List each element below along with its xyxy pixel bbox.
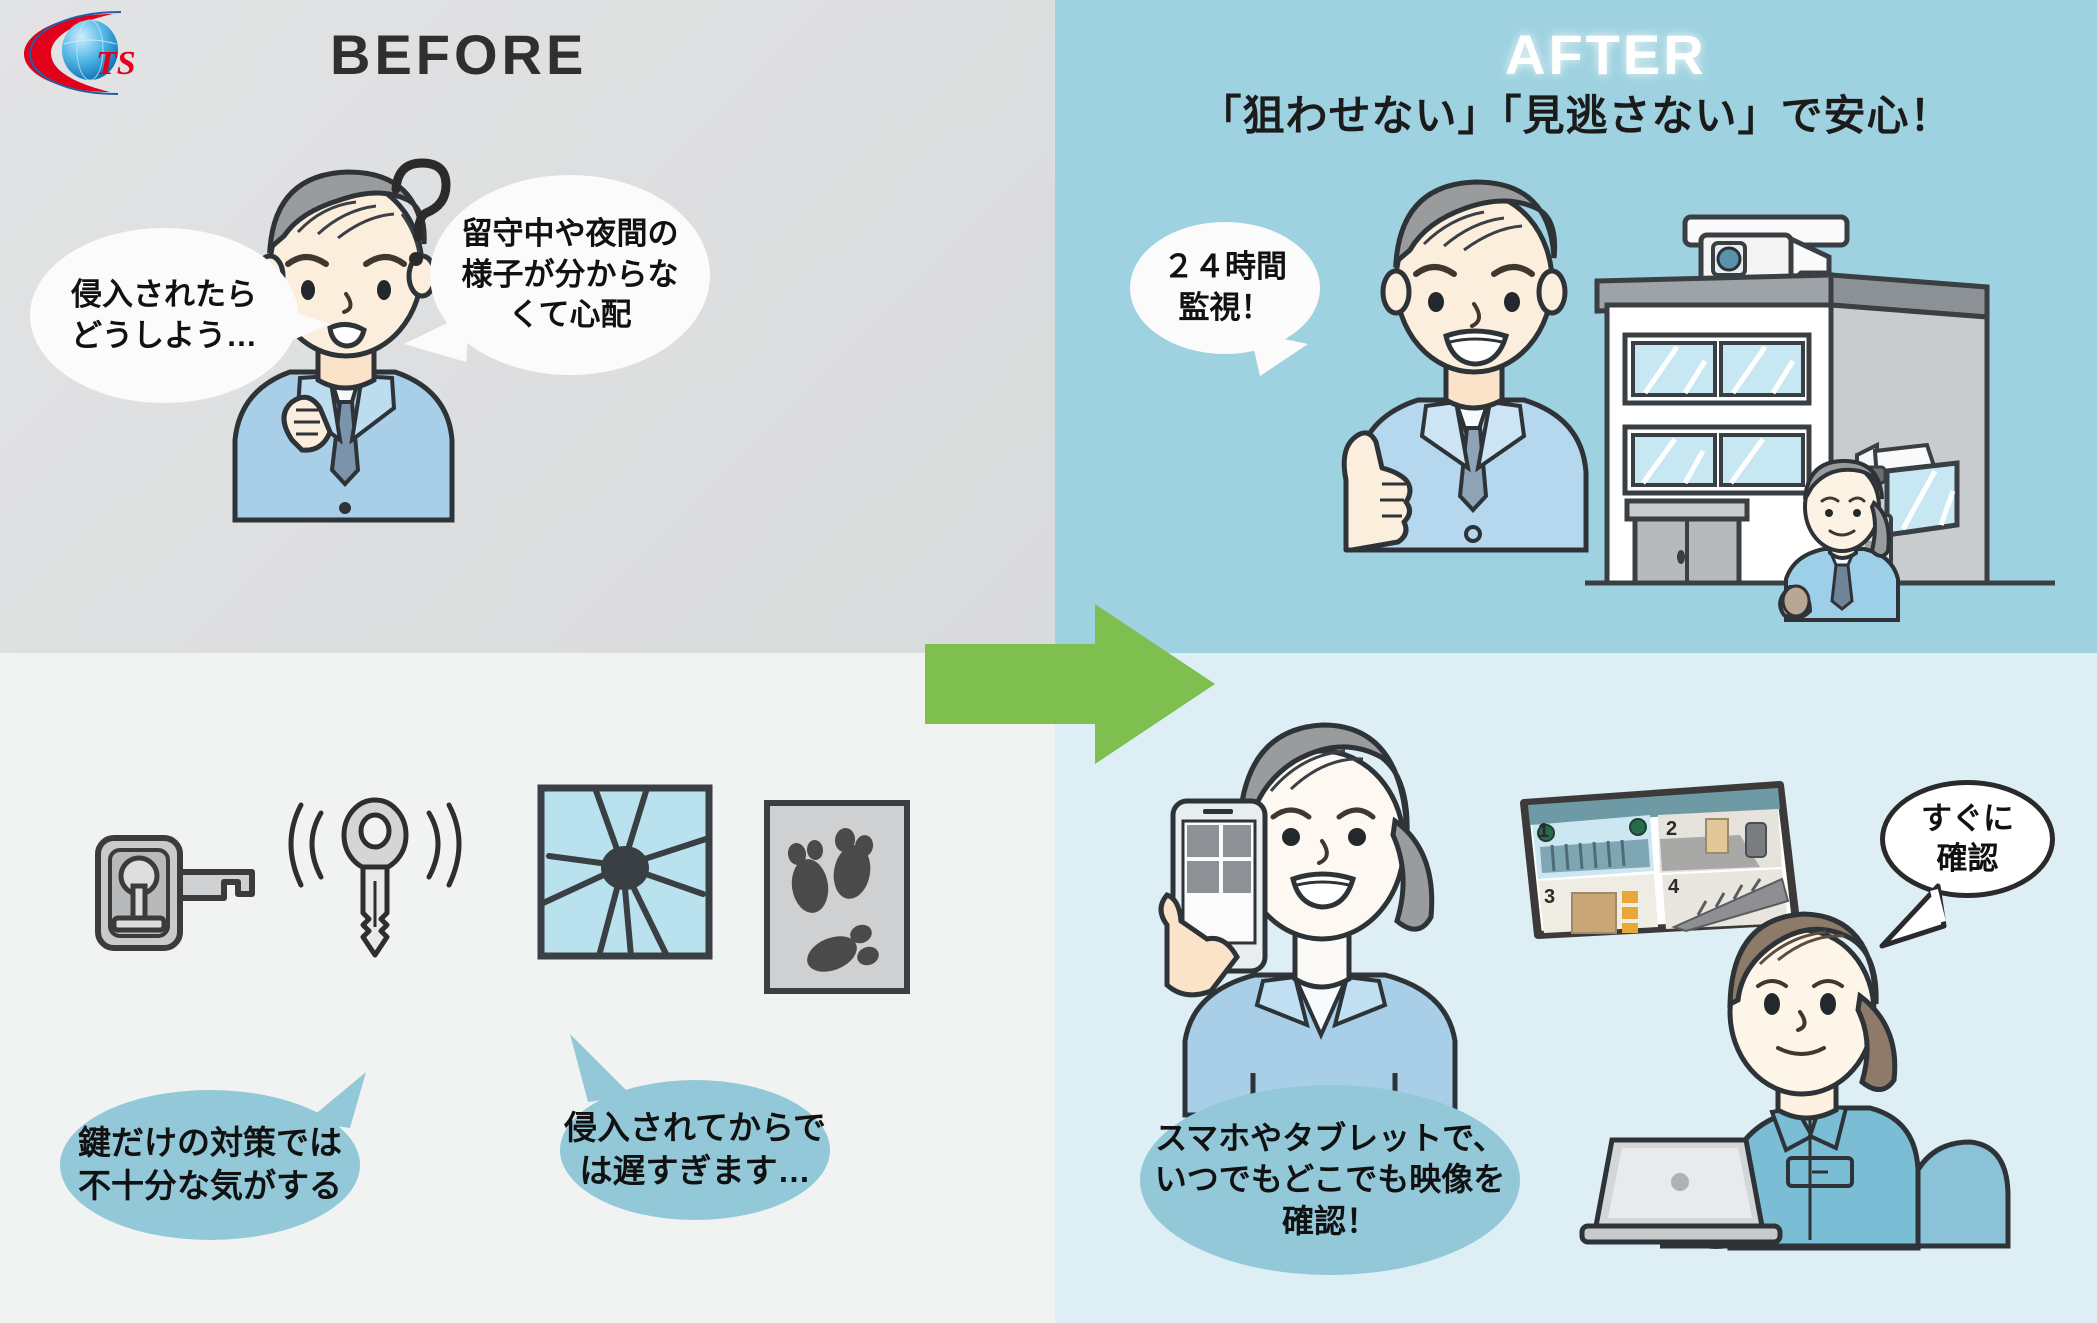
broken-window-icon — [537, 784, 713, 960]
bubble-text: 留守中や夜間の 様子が分からな くて心配 — [461, 215, 679, 333]
bubble-text: スマホやタブレットで、 いつでもどこでも映像を 確認！ — [1154, 1119, 1506, 1239]
monitor-channel-label: 4 — [1668, 876, 1680, 898]
after-title: AFTER — [1505, 23, 1707, 86]
bubble-text: 鍵だけの対策では 不十分な気がする — [78, 1124, 342, 1204]
thumbs-up-businessman-illustration — [1341, 179, 1589, 553]
bubble-text: 侵入されたら どうしよう… — [71, 276, 257, 353]
bubble-tail-1 — [268, 304, 330, 348]
monitor-channel-label: 3 — [1544, 886, 1555, 908]
logo-text: TS — [96, 45, 136, 82]
lock-key-icon — [95, 835, 255, 951]
bubble-tail-3 — [306, 1072, 366, 1128]
four-channel-monitor: 1 2 3 4 — [1520, 781, 1800, 939]
key-alarm-icon — [288, 797, 462, 958]
company-logo: TS — [24, 11, 136, 95]
speech-bubble-24h-monitoring: ２４時間 監視！ — [1130, 222, 1320, 354]
question-mark-icon — [391, 158, 451, 266]
office-building-illustration — [1585, 214, 2055, 586]
laptop-computer — [1579, 1137, 1783, 1245]
before-title: BEFORE — [330, 23, 588, 86]
footprints-icon — [764, 800, 910, 994]
bubble-text: 侵入されてからで は遅すぎます… — [563, 1109, 827, 1189]
bubble-tail-5 — [1250, 332, 1308, 376]
speech-bubble-intrusion-worry: 侵入されたら どうしよう… — [30, 228, 298, 403]
bubble-tail-6 — [1879, 883, 1947, 949]
speech-bubble-mobile-viewing: スマホやタブレットで、 いつでもどこでも映像を 確認！ — [1140, 1085, 1520, 1275]
bubble-tail-2 — [404, 312, 470, 362]
woman-holding-smartphone-illustration — [1158, 722, 1458, 1118]
after-subtitle: 「狙わせない」「見逃さない」で安心！ — [1199, 92, 1953, 139]
monitor-channel-label: 2 — [1666, 818, 1677, 840]
speech-bubble-lock-insufficient: 鍵だけの対策では 不十分な気がする — [60, 1090, 360, 1240]
speech-bubble-check-now: すぐに 確認 — [1880, 780, 2055, 898]
worried-man-illustration — [232, 169, 455, 523]
bubble-tail-4 — [570, 1034, 632, 1102]
bubble-text: ２４時間 監視！ — [1163, 249, 1287, 325]
monitor-channel-label: 1 — [1538, 820, 1549, 842]
bubble-text: すぐに 確認 — [1921, 800, 2014, 876]
speech-bubble-too-late: 侵入されてからで は遅すぎます… — [560, 1080, 830, 1220]
staff-woman-at-entrance — [1778, 458, 1900, 622]
transition-arrow-icon — [925, 604, 1215, 764]
speech-bubble-absent-worry: 留守中や夜間の 様子が分からな くて心配 — [430, 175, 710, 375]
